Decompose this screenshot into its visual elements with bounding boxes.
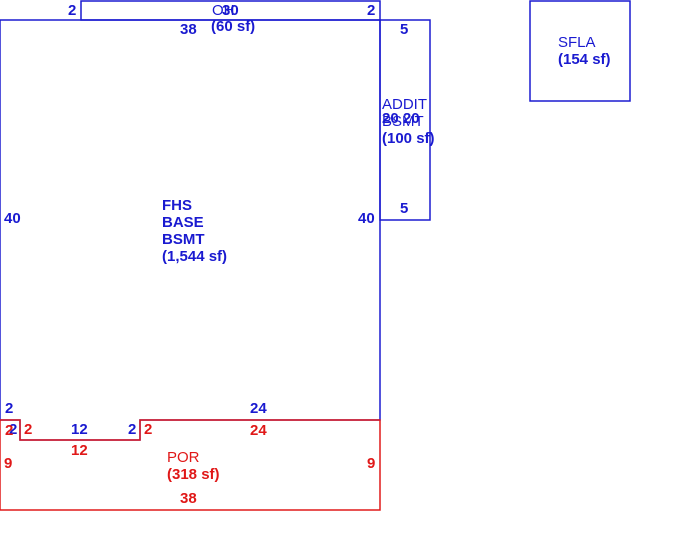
- por-dim-notch-width: 12: [71, 442, 88, 459]
- main-dim-top: 38: [180, 21, 197, 38]
- oh-dim-right: 2: [367, 2, 376, 19]
- main-dim-right: 40: [358, 210, 375, 227]
- por-dim-notch-left: 2: [5, 422, 14, 439]
- addit-outline: [379, 19, 431, 221]
- fhs-name-line1: FHS: [162, 197, 192, 214]
- por-dim-top-right: 24: [250, 422, 267, 439]
- por-dim-bottom: 38: [180, 490, 197, 507]
- fhs-area: (1,544 sf): [162, 248, 228, 265]
- fhs-name-line3: BSMT: [162, 231, 205, 248]
- por-area: (318 sf): [167, 466, 220, 483]
- main-dim-bottom-right: 24: [250, 400, 267, 417]
- fhs-name-line2: BASE: [162, 214, 204, 231]
- addit-dim-bottom: 5: [400, 200, 409, 217]
- oh-area: (60 sf): [211, 18, 256, 35]
- oh-name: OH: [212, 2, 235, 19]
- main-dim-left: 40: [4, 210, 21, 227]
- por-dim-notch-right: 2: [144, 421, 153, 438]
- por-dim-notch-inner: 2: [24, 421, 33, 438]
- por-dim-right: 9: [367, 455, 376, 472]
- addit-name-line2: BSMT: [382, 113, 424, 130]
- sfla-area: (154 sf): [558, 51, 611, 68]
- sfla-name: SFLA: [558, 34, 596, 51]
- notch-dim-left-height: 2: [5, 400, 14, 417]
- por-name: POR: [167, 449, 200, 466]
- addit-dim-top: 5: [400, 21, 409, 38]
- oh-dim-left: 2: [68, 2, 77, 19]
- addit-area: (100 sf): [382, 130, 435, 147]
- por-dim-left: 9: [4, 455, 13, 472]
- sfla-outline: [529, 0, 631, 102]
- notch-dim-left-blue: 2: [9, 421, 18, 438]
- oh-dim-top: 30: [222, 2, 239, 19]
- por-outline: [0, 419, 381, 511]
- notch-dim-right-blue: 2: [128, 421, 137, 438]
- addit-dim-overlap: 20 20: [382, 110, 420, 127]
- notch-dim-width-blue: 12: [71, 421, 88, 438]
- addit-name-line1: ADDIT: [382, 96, 427, 113]
